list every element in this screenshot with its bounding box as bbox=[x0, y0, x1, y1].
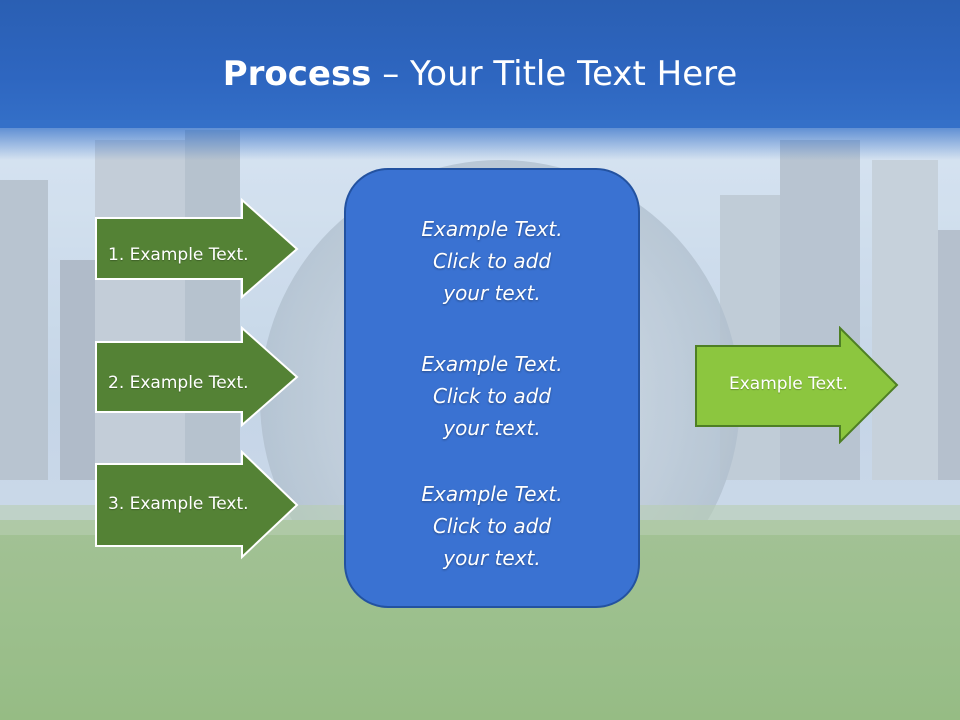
center-text-1-line-3: your text. bbox=[443, 281, 541, 305]
title-bar-fade bbox=[0, 120, 960, 160]
input-arrow-3-label: 3. Example Text. bbox=[108, 494, 249, 514]
input-arrow-2-label: 2. Example Text. bbox=[108, 373, 249, 393]
center-text-3-line-2: Click to add bbox=[432, 514, 552, 538]
title-bar bbox=[0, 0, 960, 128]
center-text-block-1[interactable]: Example Text. Click to add your text. bbox=[344, 213, 640, 309]
input-arrow-2[interactable] bbox=[94, 326, 300, 428]
center-text-block-3[interactable]: Example Text. Click to add your text. bbox=[344, 478, 640, 574]
output-arrow[interactable] bbox=[694, 326, 900, 444]
center-text-3-line-3: your text. bbox=[443, 546, 541, 570]
center-text-1-line-1: Example Text. bbox=[421, 217, 563, 241]
input-arrow-3[interactable] bbox=[94, 450, 300, 560]
slide-title-bold: Process bbox=[222, 54, 372, 94]
input-arrow-1[interactable] bbox=[94, 198, 300, 300]
center-text-3-line-1: Example Text. bbox=[421, 482, 563, 506]
center-text-2-line-1: Example Text. bbox=[421, 352, 563, 376]
center-text-2-line-2: Click to add bbox=[432, 384, 552, 408]
slide-title-rest: – Your Title Text Here bbox=[371, 54, 738, 94]
center-text-1-line-2: Click to add bbox=[432, 249, 552, 273]
center-text-2-line-3: your text. bbox=[443, 416, 541, 440]
input-arrow-1-label: 1. Example Text. bbox=[108, 245, 249, 265]
center-process-box[interactable] bbox=[344, 168, 640, 608]
slide-title[interactable]: Process – Your Title Text Here bbox=[0, 52, 960, 96]
center-text-block-2[interactable]: Example Text. Click to add your text. bbox=[344, 348, 640, 444]
output-arrow-label: Example Text. bbox=[729, 374, 848, 394]
